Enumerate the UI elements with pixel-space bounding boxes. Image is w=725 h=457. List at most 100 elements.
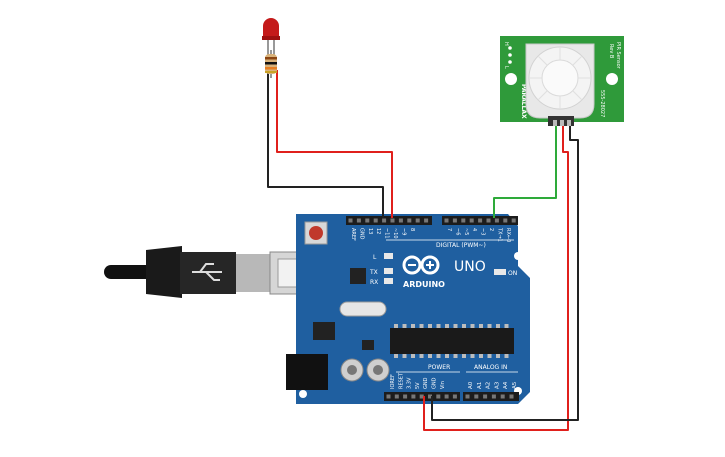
header-pin[interactable]: [356, 218, 361, 223]
capacitor: [340, 358, 364, 382]
jumper-pins: [508, 46, 512, 64]
wire-pir-signal-green[interactable]: [493, 124, 557, 218]
mount-hole: [514, 252, 522, 260]
header-pin[interactable]: [390, 218, 395, 223]
header-pin[interactable]: [436, 394, 441, 399]
header-pin[interactable]: [407, 218, 412, 223]
header-pin[interactable]: [348, 218, 353, 223]
header-pin[interactable]: [491, 394, 496, 399]
power-pin-label: GND: [432, 377, 438, 389]
digital-pin-label: ~3: [480, 228, 486, 235]
analog-pin-label: A2: [486, 382, 492, 389]
digital-pin-label: ~5: [463, 228, 469, 235]
power-jack[interactable]: [286, 354, 328, 390]
usb-chip: [313, 322, 335, 340]
header-pin[interactable]: [474, 394, 479, 399]
analog-label: ANALOG IN: [474, 364, 507, 371]
header-pin[interactable]: [500, 394, 505, 399]
pir-part-number: 555-28027: [599, 90, 605, 117]
header-pin[interactable]: [428, 394, 432, 399]
power-pin-label: IOREF: [390, 374, 396, 389]
pir-brand: PARALLAX: [520, 84, 527, 119]
led-on-label: ON: [508, 270, 517, 277]
led-l-label: L: [373, 254, 377, 261]
digital-pin-label: ~6: [454, 228, 460, 235]
header-pin[interactable]: [411, 394, 416, 399]
atmega-chip: [390, 324, 514, 358]
pir-sensor[interactable]: H L PARALLAX PIR Sensor Rev B 555-28027: [500, 36, 624, 126]
led-l: [384, 253, 393, 259]
header-pin[interactable]: [486, 218, 491, 223]
led-rx-label: RX: [370, 279, 378, 286]
resistor[interactable]: [265, 50, 277, 78]
header-pin[interactable]: [444, 218, 449, 223]
header-pin[interactable]: [403, 394, 408, 399]
pir-title: PIR Sensor: [615, 42, 621, 70]
digital-pin-label: AREF: [350, 228, 356, 241]
digital-pin-label: 2: [488, 228, 494, 231]
jumper-label-h: H: [503, 42, 509, 46]
pir-rev: Rev B: [608, 44, 614, 59]
wires: [267, 56, 579, 431]
arduino-brand: ARDUINO: [403, 280, 445, 289]
header-pin[interactable]: [509, 394, 514, 399]
pir-dome: [525, 43, 595, 119]
analog-pin-label: A4: [503, 381, 509, 389]
digital-pin-label: ~9: [400, 228, 406, 235]
reset-button[interactable]: [304, 221, 328, 245]
analog-pin-label: A0: [468, 381, 474, 389]
wire-led-red[interactable]: [276, 70, 393, 218]
header-pin[interactable]: [444, 394, 449, 399]
power-pin-label: GND: [423, 377, 429, 389]
usb-icon: [192, 263, 222, 281]
usb-cable[interactable]: [104, 246, 329, 298]
voltage-regulator: [350, 268, 366, 284]
board-model: UNO: [454, 259, 486, 275]
header-pin[interactable]: [511, 218, 516, 223]
led-tx: [384, 268, 393, 274]
header-pin[interactable]: [419, 394, 424, 399]
header-pin[interactable]: [503, 218, 508, 223]
digital-pin-label: 12: [375, 228, 381, 234]
wire-pir-gnd-black[interactable]: [431, 124, 579, 421]
arduino-logo: ARDUINO UNO: [402, 255, 486, 289]
digital-header-a[interactable]: [346, 216, 432, 225]
header-pin[interactable]: [424, 218, 429, 223]
header-pin[interactable]: [382, 218, 387, 223]
led-tx-label: TX: [369, 269, 378, 276]
header-pin[interactable]: [386, 394, 391, 399]
header-pin[interactable]: [365, 218, 370, 223]
digital-pin-label: 7: [446, 228, 452, 231]
header-pin[interactable]: [373, 218, 378, 223]
digital-pin-label: TX→1: [496, 227, 502, 242]
header-pin[interactable]: [452, 394, 457, 399]
mount-hole: [505, 73, 517, 85]
header-pin[interactable]: [478, 218, 483, 223]
analog-header[interactable]: [463, 392, 519, 401]
header-pin[interactable]: [394, 394, 399, 399]
mount-hole: [299, 390, 307, 398]
power-pin-label: Vin: [440, 381, 446, 389]
digital-pin-label: RX←0: [505, 228, 511, 242]
wire-pir-vcc-red[interactable]: [423, 124, 569, 431]
header-pin[interactable]: [398, 218, 403, 223]
analog-pin-label: A5: [512, 381, 518, 389]
digital-pin-label: GND: [358, 228, 364, 240]
power-pin-label: 5V: [415, 382, 421, 389]
analog-pin-label: A1: [477, 382, 483, 389]
header-pin[interactable]: [483, 394, 488, 399]
jumper-label-l: L: [503, 66, 509, 69]
header-pin[interactable]: [465, 394, 470, 399]
analog-pin-label: A3: [494, 381, 500, 389]
header-pin[interactable]: [415, 218, 420, 223]
wire-led-black[interactable]: [267, 56, 384, 218]
power-pin-label: 3.3V: [407, 377, 413, 389]
header-pin[interactable]: [452, 218, 457, 223]
header-pin[interactable]: [494, 218, 499, 223]
digital-pin-label: 13: [367, 228, 373, 234]
digital-pin-label: ~10: [392, 228, 398, 239]
header-pin[interactable]: [461, 218, 466, 223]
power-pin-label: RESET: [398, 372, 404, 389]
header-pin[interactable]: [469, 218, 474, 223]
